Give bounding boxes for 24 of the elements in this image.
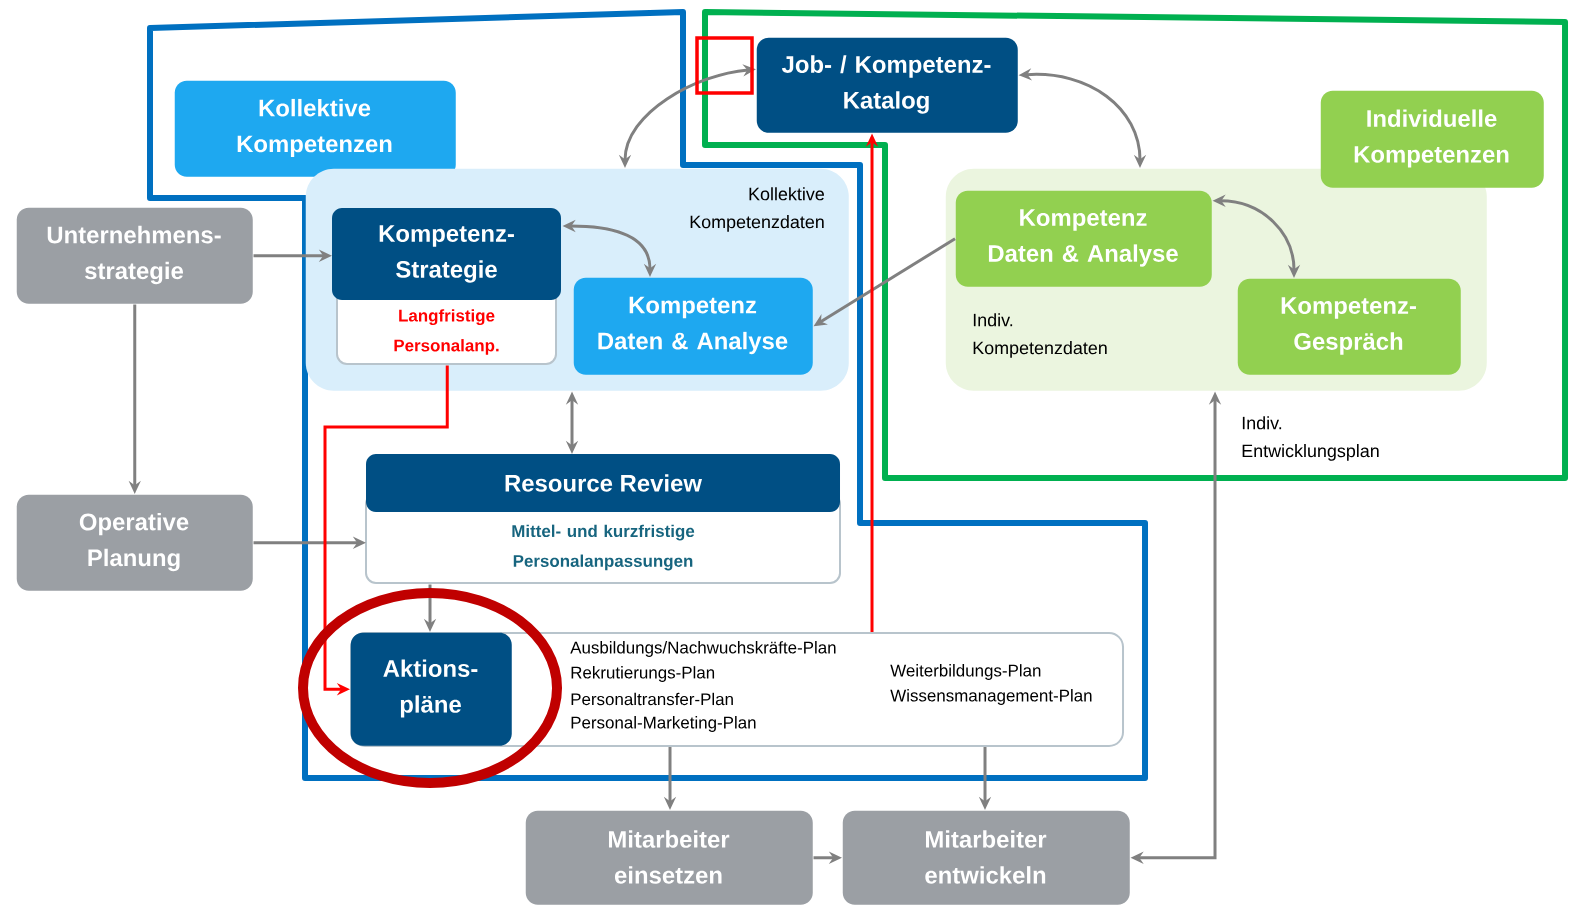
panel-label: Indiv. Kompetenzdaten: [973, 313, 1107, 358]
list-item: Personal-Marketing-Plan: [571, 716, 756, 732]
list-item: Weiterbildungs-Plan: [890, 664, 1041, 680]
list-item: Ausbildungs/Nachwuchskräfte-Plan: [570, 641, 836, 657]
review-box: Resource Review Mittel- und kurzfristige Personalanpassungen: [365, 454, 841, 584]
edge-label: Indiv. Entwicklungsplan: [1240, 415, 1393, 462]
process-box: Kollektive Kompetenzen: [174, 80, 456, 177]
process-box: Mitarbeiter einsetzen: [525, 810, 813, 905]
process-box: Kompetenz Daten & Analyse: [955, 190, 1212, 287]
process-box: Kompetenz-Strategie Langfristige Personalanp.: [332, 208, 561, 365]
process-box: Mitarbeiter entwickeln: [842, 810, 1130, 905]
panel-label: Kollektive Kompetenzdaten: [690, 187, 824, 232]
process-box: Unternehmens-strategie: [16, 207, 253, 304]
node-label: Langfristige Personalanp.: [394, 309, 499, 355]
process-box: Kompetenz Daten & Analyse: [573, 277, 813, 375]
list-item: Wissensmanagement-Plan: [890, 689, 1092, 705]
process-box: Aktions-pläne: [350, 632, 512, 746]
process-box: Operative Planung: [16, 494, 253, 591]
catalog-box: Job- / Kompetenz-Katalog: [756, 37, 1018, 133]
process-box: Individuelle Kompetenzen: [1320, 90, 1544, 188]
process-box: Kompetenz-Gespräch: [1237, 278, 1461, 375]
list-item: Personaltransfer-Plan: [571, 692, 733, 706]
node-label: Resource Review: [505, 474, 703, 492]
list-item: Rekrutierungs-Plan: [571, 666, 715, 682]
